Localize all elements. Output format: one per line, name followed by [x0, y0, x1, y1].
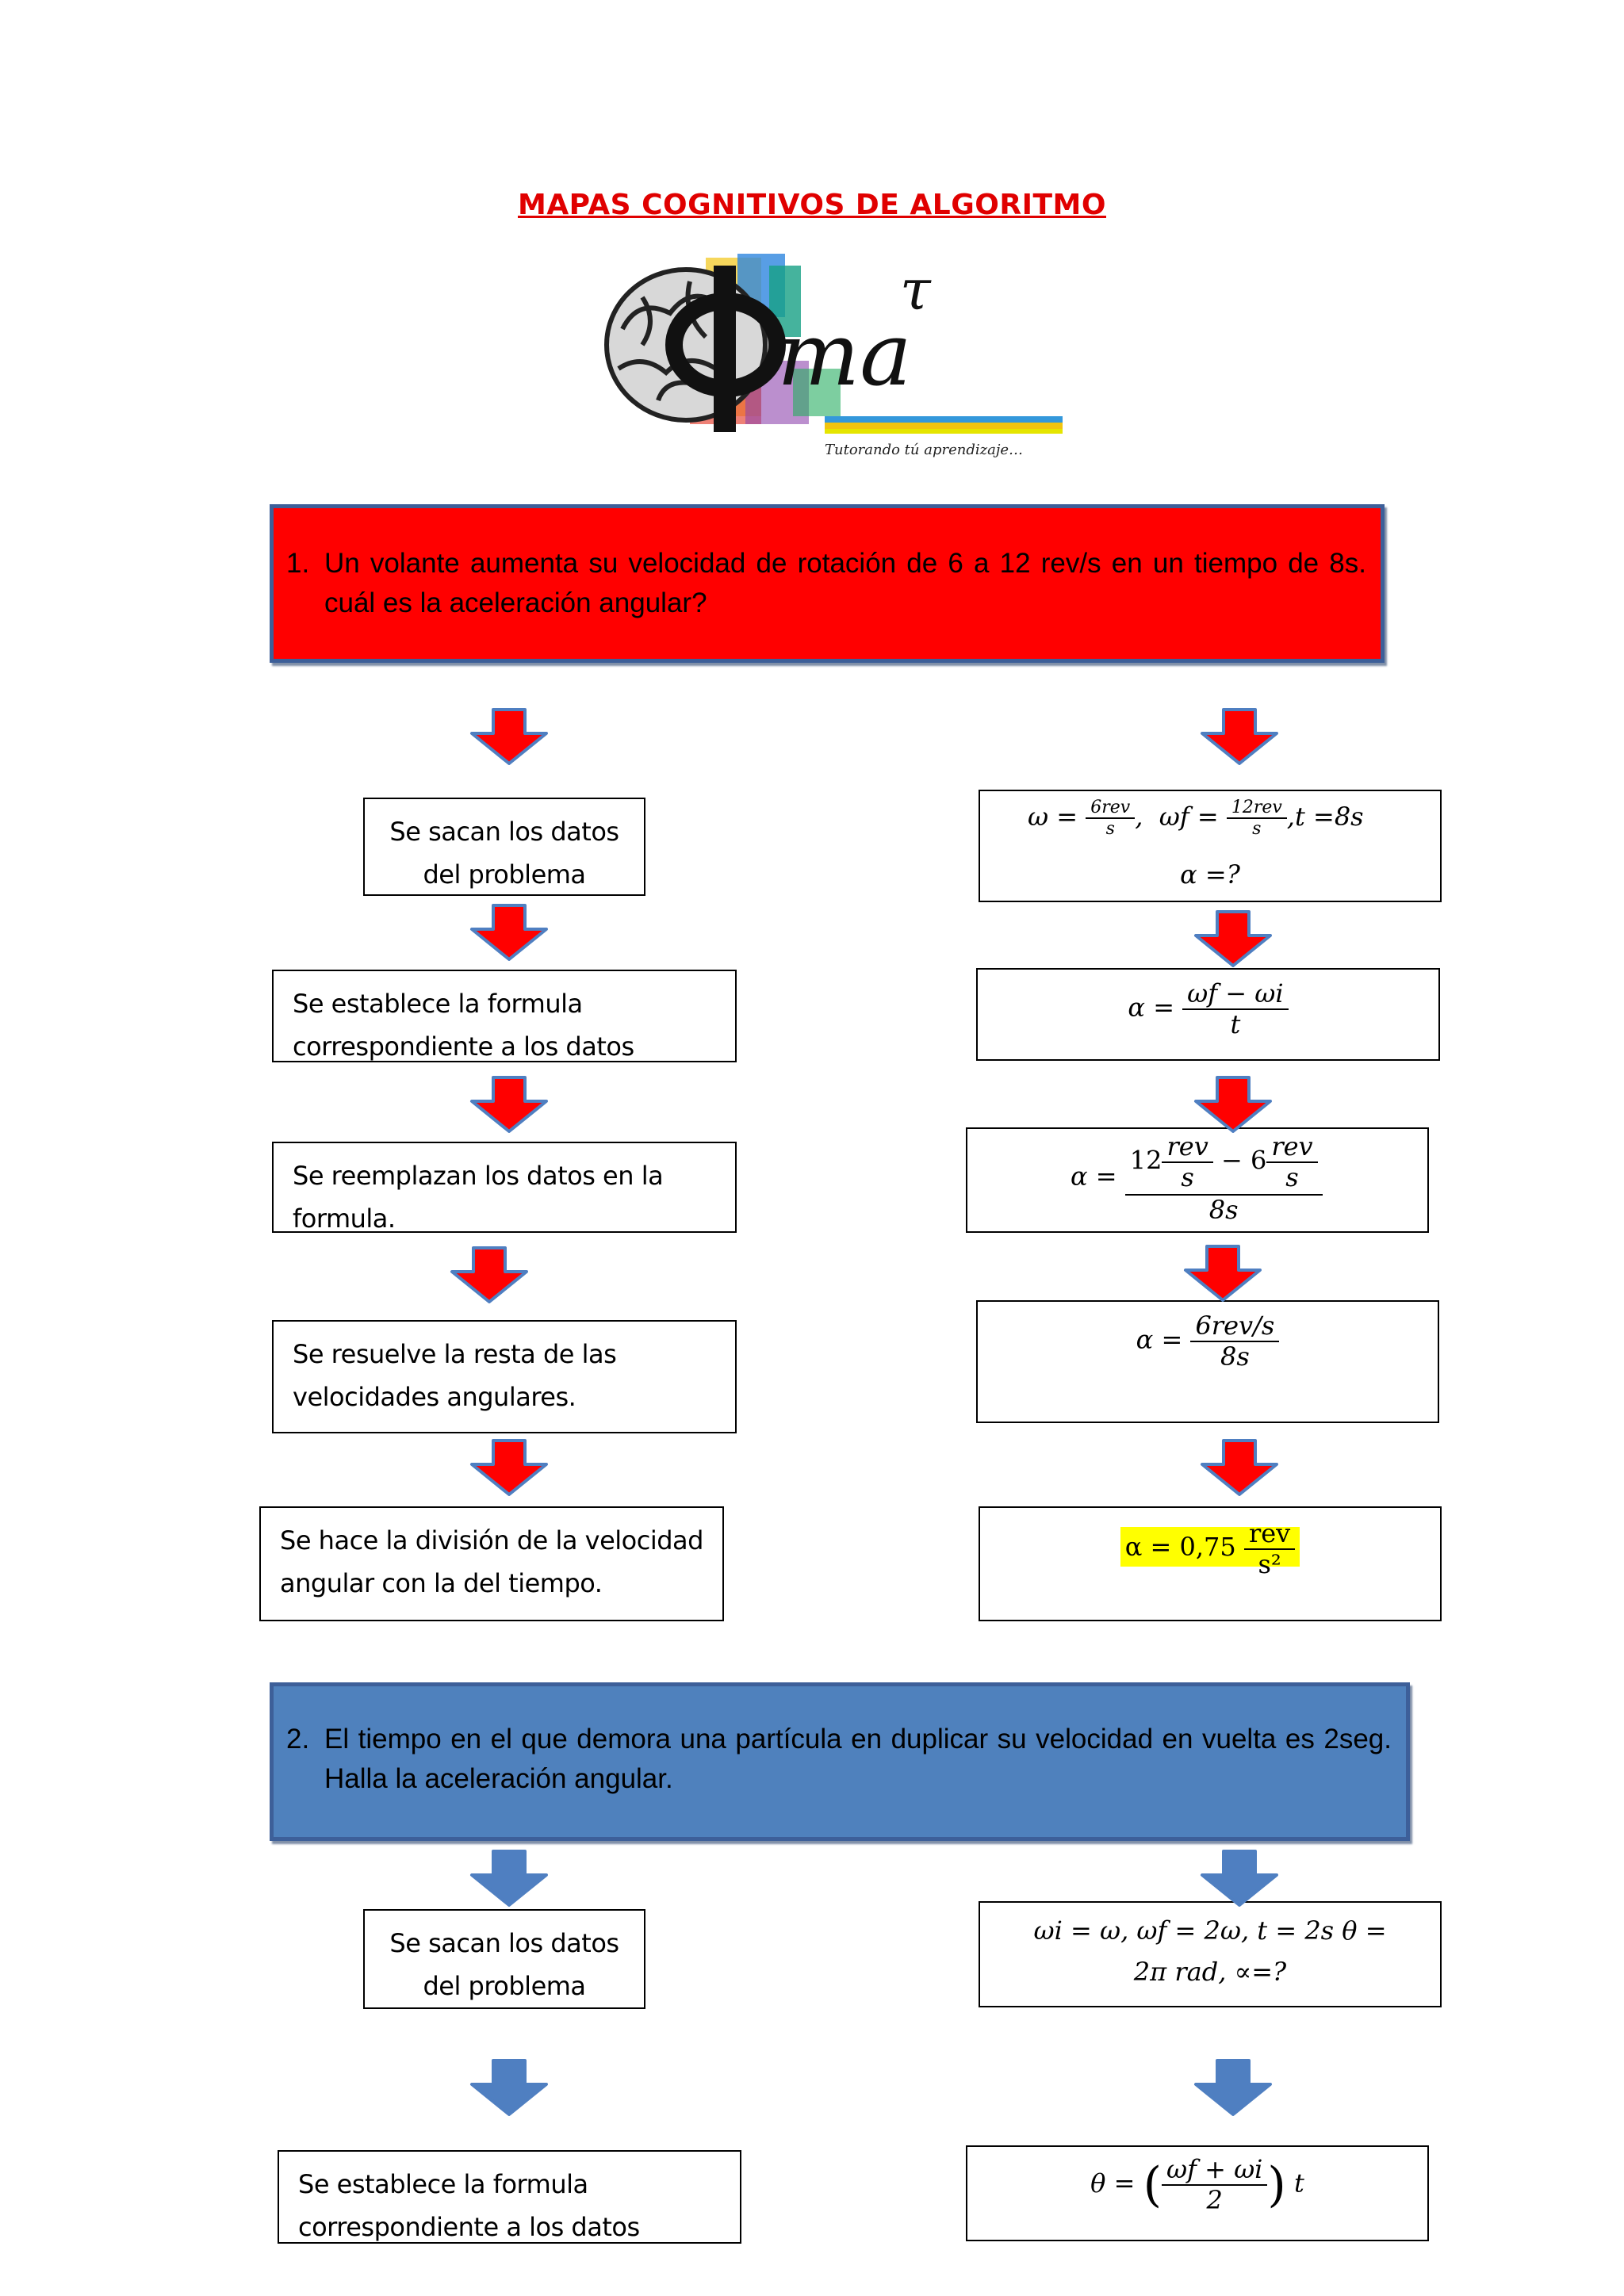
problem-1-number: 1. — [286, 548, 310, 579]
p1-result-lhs: α = 0,75 — [1124, 1532, 1236, 1563]
p1-subtract-lhs: α = — [1136, 1324, 1183, 1355]
p2-right-paren: ) — [1267, 2156, 1286, 2213]
down-arrow-icon — [1194, 2059, 1272, 2116]
p1-subtract-num: 6rev/s — [1190, 1311, 1280, 1342]
p1-replace-u1-num: rev — [1162, 1132, 1213, 1163]
p1-omegaf-label: ωf = — [1159, 801, 1219, 832]
problem-2-statement: El tiempo en el que demora una partícula… — [324, 1724, 1392, 1794]
p2-formula-t: t — [1294, 2168, 1304, 2198]
p1-step-1: Se sacan los datos del problema — [363, 798, 645, 896]
down-arrow-icon — [1194, 910, 1272, 967]
p1-replace-u2-num: rev — [1266, 1132, 1318, 1163]
problem-2-text-wrap: 2. El tiempo en el que demora una partíc… — [280, 1720, 1392, 1799]
p1-step-5: Se hace la división de la velocidad angu… — [259, 1506, 724, 1621]
p2-formula-den: 2 — [1206, 2184, 1223, 2215]
problem-1-statement: Un volante aumenta su velocidad de rotac… — [324, 548, 1366, 618]
p1-replace-den: 8s — [1208, 1194, 1239, 1225]
down-arrow-icon — [450, 1246, 528, 1303]
p1-replace-a: 12 — [1129, 1145, 1162, 1176]
p1-step-3: Se reemplazan los datos en la formula. — [272, 1142, 737, 1234]
down-arrow-icon — [470, 708, 548, 765]
logo: ma τ Tutorando tú aprendizaje… — [587, 250, 1063, 464]
p1-omega-den: s — [1105, 819, 1115, 840]
down-arrow-icon — [1194, 1076, 1272, 1133]
down-arrow-icon — [470, 2059, 548, 2116]
p2-formula-num: ωf + ωi — [1161, 2155, 1268, 2186]
logo-superscript: τ — [900, 258, 932, 323]
down-arrow-icon — [1201, 708, 1278, 765]
p2-formula-lhs: θ = — [1090, 2168, 1136, 2198]
logo-tagline: Tutorando tú aprendizaje… — [825, 442, 1023, 458]
problem-2-box: 2. El tiempo en el que demora una partíc… — [270, 1682, 1410, 1841]
brain-logo-image: ma τ Tutorando tú aprendizaje… — [604, 254, 1063, 458]
p1-step-2: Se establece la formula correspondiente … — [272, 970, 737, 1062]
p2-step-1: Se sacan los datos del problema — [363, 1909, 645, 2009]
p2-data-line-1: ωi = ω, ωf = 2ω, t = 2s θ = — [1033, 1915, 1387, 1946]
down-arrow-icon — [470, 1850, 548, 1907]
p1-step-4: Se resuelve la resta de las velocidades … — [272, 1320, 737, 1433]
page-title: MAPAS COGNITIVOS DE ALGORITMO — [518, 189, 1106, 221]
p1-alpha-unknown: α =? — [1180, 859, 1240, 890]
p1-omegaf-num: 12rev — [1226, 798, 1287, 820]
down-arrow-icon — [470, 1076, 548, 1133]
p2-math-data: ωi = ω, ωf = 2ω, t = 2s θ = 2π rad, ∝=? — [979, 1901, 1442, 2007]
p2-step-2: Se establece la formula correspondiente … — [278, 2150, 741, 2244]
logo-letters: ma — [777, 304, 912, 405]
down-arrow-icon — [1184, 1245, 1262, 1302]
p1-replace-u2-den: s — [1285, 1161, 1299, 1192]
p1-formula-den: t — [1230, 1008, 1241, 1039]
down-arrow-icon — [1201, 1850, 1278, 1907]
problem-2-number: 2. — [286, 1724, 310, 1755]
problem-1-box: 1. Un volante aumenta su velocidad de ro… — [270, 504, 1385, 663]
p1-replace-lhs: α = — [1071, 1161, 1117, 1192]
p1-sep: , — [1135, 801, 1143, 832]
p1-subtract-den: 8s — [1220, 1341, 1250, 1372]
p1-formula-num: ωf − ωi — [1182, 979, 1289, 1010]
p1-result-num: rev — [1243, 1519, 1296, 1550]
p1-omegaf-den: s — [1252, 819, 1262, 840]
problem-1-text-wrap: 1. Un volante aumenta su velocidad de ro… — [280, 544, 1366, 623]
down-arrow-icon — [1201, 1439, 1278, 1496]
p1-result-den: s² — [1258, 1548, 1281, 1579]
p1-replace-minus: − 6 — [1220, 1145, 1267, 1176]
p1-formula-lhs: α = — [1128, 992, 1174, 1023]
p1-omega-num: 6rev — [1086, 798, 1136, 820]
p2-left-paren: ( — [1143, 2156, 1162, 2213]
down-arrow-icon — [470, 904, 548, 961]
p1-omega-label: ω = — [1028, 801, 1078, 832]
p1-replace-u1-den: s — [1181, 1161, 1194, 1192]
down-arrow-icon — [470, 1439, 548, 1496]
p2-data-line-2: 2π rad, ∝=? — [1133, 1957, 1287, 1987]
p1-time: ,t =8s — [1286, 801, 1364, 832]
